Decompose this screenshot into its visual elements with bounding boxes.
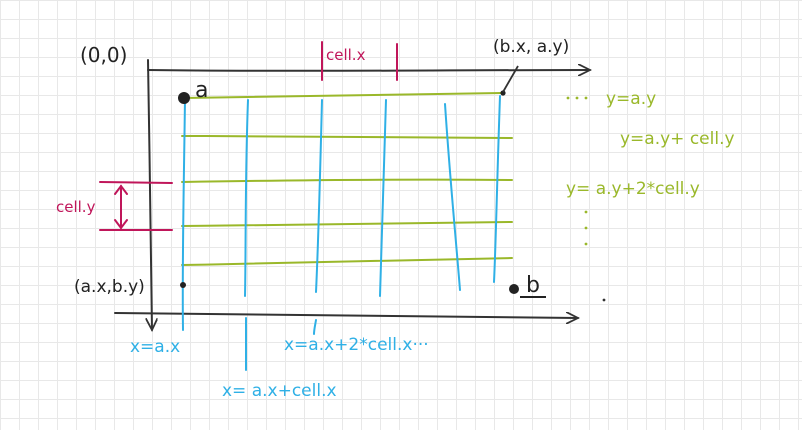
col-formula-1: x=a.x — [130, 337, 180, 357]
row-line-2 — [181, 135, 513, 139]
col-formula-2: x= a.x+cell.x — [222, 381, 337, 401]
row-line-3 — [181, 178, 513, 183]
col-line-4 — [379, 99, 387, 297]
row-line-4 — [181, 221, 513, 227]
col-line-3 — [315, 99, 323, 293]
col-line-3-extension — [313, 319, 317, 335]
cell-y-label: cell.y — [56, 198, 96, 216]
column-formulas: x=a.x x= a.x+cell.x x=a.x+2*cell.x··· — [130, 335, 429, 401]
col-line-2 — [244, 99, 249, 297]
row-line-1 — [181, 92, 503, 99]
row-formula-1: y=a.y — [606, 89, 656, 109]
dotted-continuations — [566, 96, 588, 246]
col-line-5 — [444, 103, 461, 291]
corner-top-right-label: (b.x, a.y) — [493, 37, 569, 57]
cell-x-marker — [321, 41, 398, 81]
ink-labels: (0,0) a (b.x, a.y) (a.x,b.y) b — [74, 37, 569, 298]
cell-labels: cell.x cell.y — [56, 46, 366, 216]
point-b-label: b — [526, 273, 540, 298]
cell-y-arrow-down — [114, 219, 128, 230]
corner-top-right-dot — [500, 90, 506, 96]
cell-y-tick-top — [99, 181, 173, 184]
y-axis — [148, 59, 152, 330]
origin-label: (0,0) — [80, 43, 127, 67]
row-formula-2: y=a.y+ cell.y — [620, 129, 735, 149]
col-line-6 — [493, 95, 501, 283]
corner-bottom-left-label: (a.x,b.y) — [74, 277, 145, 297]
row-formula-3: y= a.y+2*cell.y — [566, 179, 700, 199]
x-axis-top — [147, 70, 590, 71]
col-line-1 — [181, 97, 186, 331]
row-line-5 — [181, 257, 513, 266]
axes — [114, 59, 590, 330]
points — [178, 90, 519, 294]
point-a-dot — [178, 92, 190, 104]
row-lines — [181, 92, 513, 266]
row-formulas: y=a.y y=a.y+ cell.y y= a.y+2*cell.y — [566, 89, 735, 199]
point-a-label: a — [195, 78, 208, 103]
cell-y-arrow-up — [114, 184, 128, 195]
cell-x-label: cell.x — [326, 46, 366, 64]
stray-dot — [602, 298, 606, 302]
column-lines — [181, 95, 501, 371]
x-axis-bottom — [114, 313, 578, 318]
col-formula-3: x=a.x+2*cell.x··· — [284, 335, 429, 355]
corner-bottom-left-dot — [180, 282, 186, 288]
corner-label-leader — [502, 65, 519, 93]
cell-y-marker — [99, 181, 173, 231]
point-b-dot — [509, 284, 519, 294]
